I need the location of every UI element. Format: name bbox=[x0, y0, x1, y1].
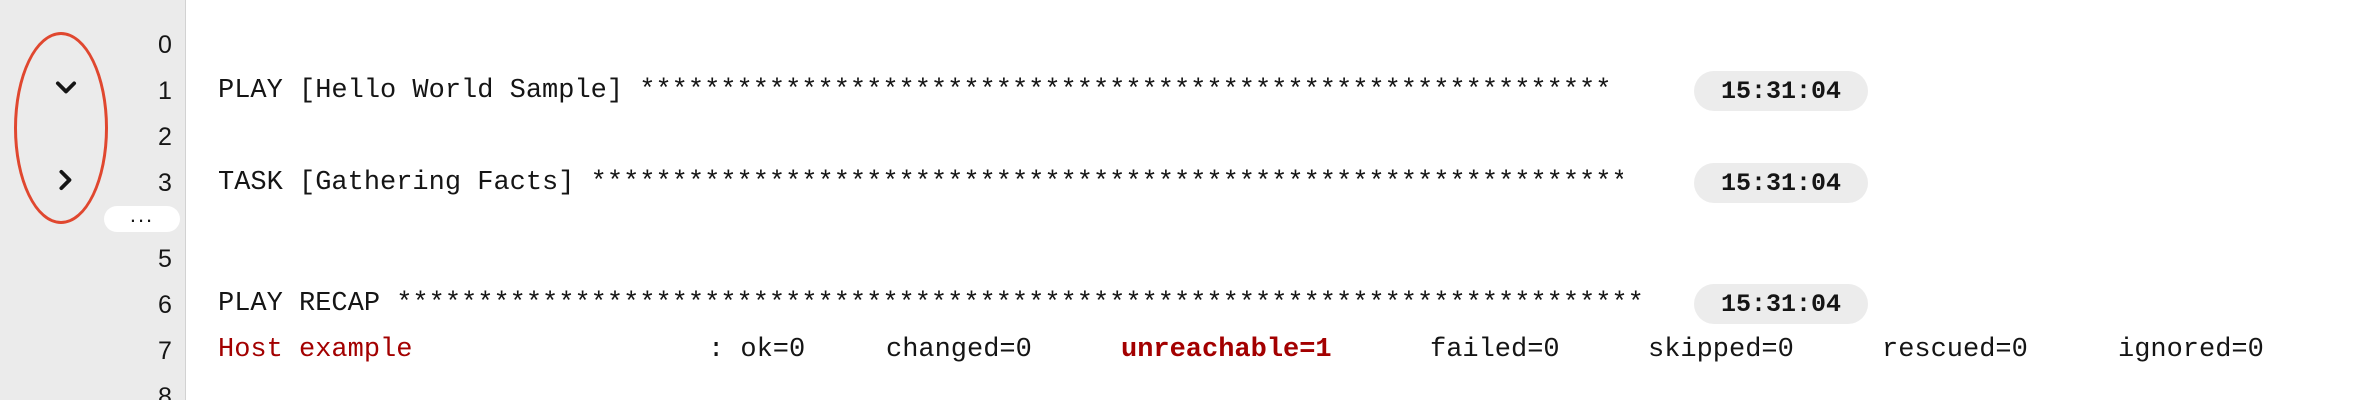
recap-skipped-count: skipped=0 bbox=[1648, 335, 1794, 365]
task-header-stars: ****************************************… bbox=[590, 168, 1623, 198]
line-number: 5 bbox=[158, 245, 172, 273]
recap-header-line: PLAY RECAP *****************************… bbox=[218, 284, 1643, 324]
recap-header-stars: ****************************************… bbox=[396, 289, 1644, 319]
play-header-line: PLAY [Hello World Sample] **************… bbox=[218, 71, 1613, 111]
line-number: 7 bbox=[158, 337, 172, 365]
expand-toggle-task[interactable] bbox=[44, 158, 88, 202]
collapse-toggle-play[interactable] bbox=[44, 66, 88, 110]
recap-failed-count: failed=0 bbox=[1430, 335, 1560, 365]
recap-header-text: PLAY RECAP bbox=[218, 289, 397, 319]
play-timestamp-badge: 15:31:04 bbox=[1694, 71, 1868, 111]
recap-changed-count: changed=0 bbox=[886, 335, 1032, 365]
recap-host-name: Host example bbox=[218, 335, 413, 365]
recap-rescued-count: rescued=0 bbox=[1882, 335, 2028, 365]
line-number: 0 bbox=[158, 31, 172, 59]
show-more-lines-button[interactable]: ... bbox=[104, 204, 180, 232]
recap-ignored-count: ignored=0 bbox=[2118, 335, 2264, 365]
play-header-stars: ****************************************… bbox=[639, 76, 1614, 106]
recap-unreachable-count: unreachable=1 bbox=[1121, 335, 1332, 365]
task-timestamp-badge: 15:31:04 bbox=[1694, 163, 1868, 203]
task-header-text: TASK [Gathering Facts] bbox=[218, 168, 591, 198]
play-header-text: PLAY [Hello World Sample] bbox=[218, 76, 640, 106]
line-number: 8 bbox=[158, 383, 172, 400]
line-number: 3 bbox=[158, 169, 172, 197]
line-number: 1 bbox=[158, 77, 172, 105]
task-header-line: TASK [Gathering Facts] *****************… bbox=[218, 163, 1623, 203]
line-gutter bbox=[0, 0, 186, 400]
chevron-right-icon bbox=[59, 169, 72, 191]
line-number: 6 bbox=[158, 291, 172, 319]
recap-ok-count: : ok=0 bbox=[708, 335, 806, 365]
recap-timestamp-badge: 15:31:04 bbox=[1694, 284, 1868, 324]
line-number: 2 bbox=[158, 123, 172, 151]
chevron-down-icon bbox=[55, 81, 77, 94]
